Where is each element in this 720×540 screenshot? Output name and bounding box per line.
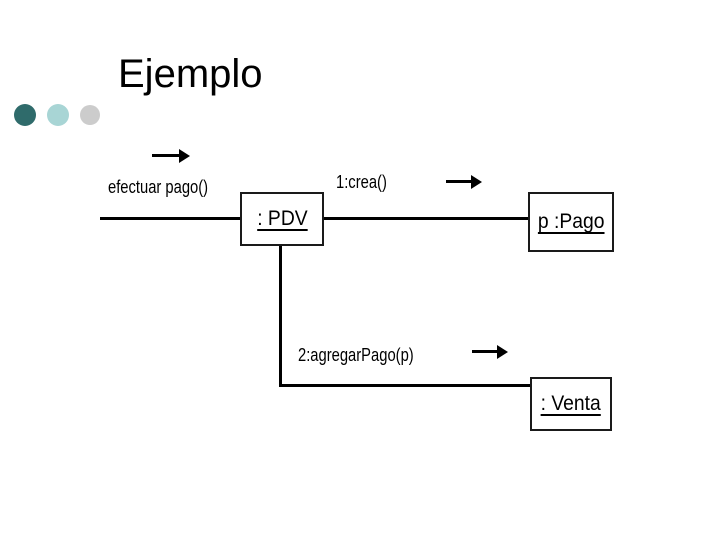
message-label-msg2: 2:agregarPago(p)	[298, 345, 414, 365]
message-arrow-icon-msg2	[472, 345, 508, 359]
uml-object-box-venta[interactable]: : Venta	[530, 377, 612, 431]
bullet-dot-icon-3	[80, 105, 100, 125]
uml-object-box-pago[interactable]: p :Pago	[528, 192, 614, 252]
link-down-venta	[279, 384, 532, 387]
link-pdv-pago	[322, 217, 530, 220]
uml-object-box-pdv[interactable]: : PDV	[240, 192, 324, 246]
message-arrow-icon-msg1	[446, 175, 482, 189]
page-title: Ejemplo	[118, 52, 263, 96]
message-arrow-icon-msg0	[152, 149, 190, 163]
uml-object-label-pago: p :Pago	[537, 210, 605, 233]
message-label-msg0: efectuar pago()	[108, 177, 209, 197]
slide-title-row	[0, 38, 720, 126]
uml-object-label-pdv: : PDV	[256, 207, 308, 230]
link-actor-pdv	[100, 217, 242, 220]
message-label-msg1: 1:crea()	[336, 172, 387, 192]
bullet-dot-icon-1	[14, 104, 36, 126]
uml-object-label-venta: : Venta	[540, 392, 602, 415]
link-pdv-down	[279, 244, 282, 387]
bullet-dot-icon-2	[47, 104, 69, 126]
